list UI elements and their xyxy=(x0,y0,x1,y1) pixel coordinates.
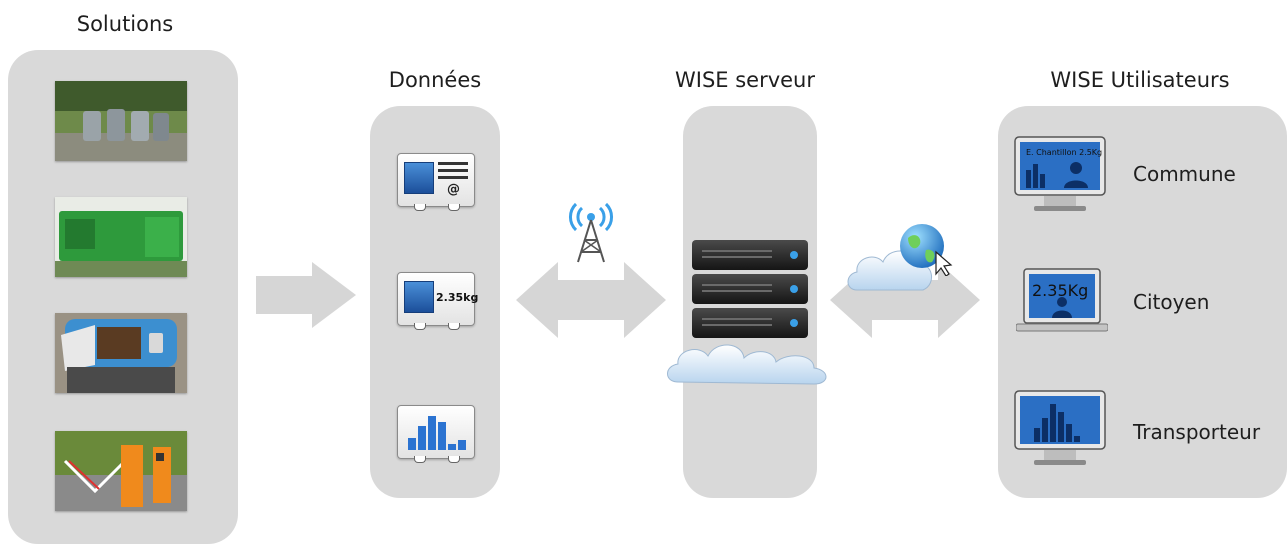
transporteur-monitor-icon xyxy=(1014,390,1106,465)
svg-text:@: @ xyxy=(447,182,460,196)
orange-access-barrier-image xyxy=(55,431,187,511)
citoyen-label: Citoyen xyxy=(1133,290,1210,314)
globe-icon xyxy=(900,224,953,276)
commune-monitor-icon xyxy=(1014,136,1106,211)
text-lines-icon: @ xyxy=(438,162,468,196)
transporteur-label: Transporteur xyxy=(1133,420,1261,444)
solutions-to-data-arrow xyxy=(256,262,356,328)
solutions-title: Solutions xyxy=(76,12,174,36)
underground-waste-bins-image xyxy=(55,81,187,161)
bar-chart-card xyxy=(397,405,475,463)
blue-waste-bin-with-reader-image xyxy=(55,313,187,393)
serveur-title: WISE serveur xyxy=(674,68,816,92)
citoyen-laptop-icon xyxy=(1016,268,1108,332)
data-server-bidirectional-arrow xyxy=(516,262,666,338)
utilisateurs-title: WISE Utilisateurs xyxy=(1050,68,1230,92)
commune-label: Commune xyxy=(1133,162,1236,186)
server-cloud-icon xyxy=(667,344,827,385)
weight-card: 2.35kg xyxy=(397,272,479,330)
contact-card: @ xyxy=(397,153,475,211)
commune-screen-text: E. Chantillon 2.5Kg xyxy=(1026,148,1103,157)
citoyen-screen-text: 2.35Kg xyxy=(1032,281,1089,300)
weight-card-value: 2.35kg xyxy=(436,291,479,304)
antenna-tower-icon xyxy=(569,202,613,263)
donnees-title: Données xyxy=(388,68,482,92)
server-stack-icon xyxy=(692,240,808,338)
person-silhouette-icon xyxy=(404,162,434,194)
person-silhouette-icon xyxy=(404,281,434,313)
green-compactor-container-image xyxy=(55,197,187,277)
bar-chart-icon xyxy=(408,416,466,450)
